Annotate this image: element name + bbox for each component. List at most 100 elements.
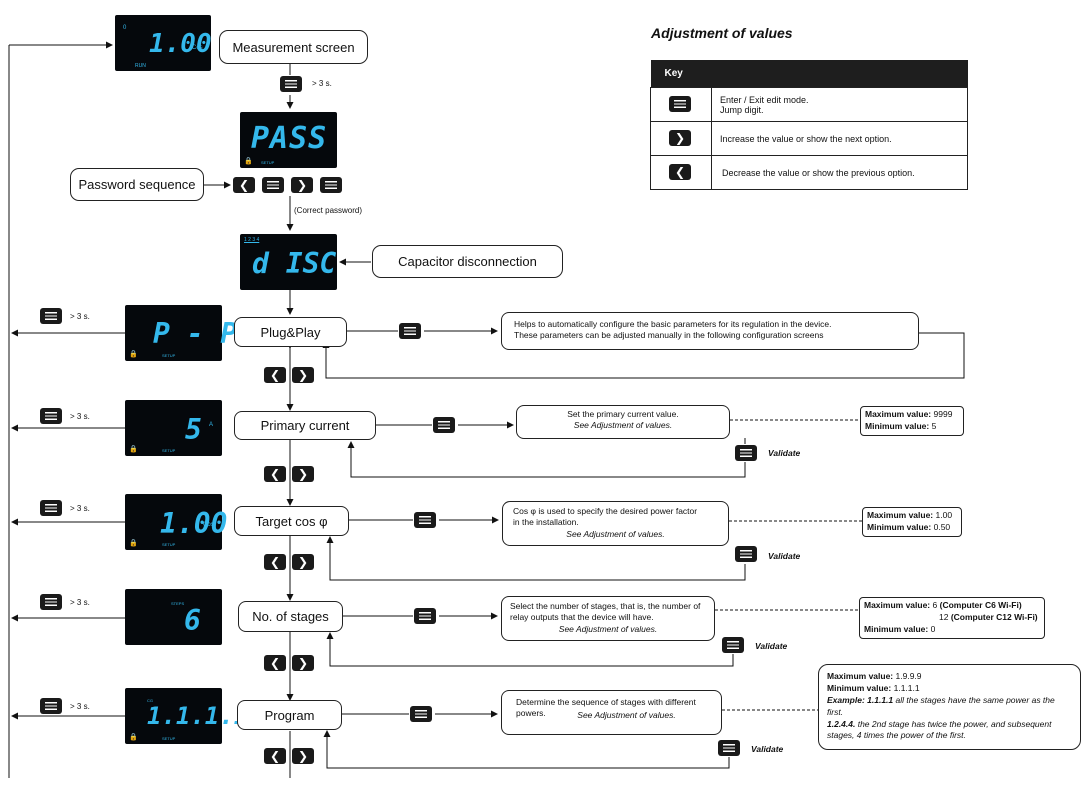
hold-time-label: > 3 s. bbox=[70, 412, 90, 421]
menu-key-icon bbox=[320, 177, 342, 193]
menu-key-icon bbox=[722, 637, 744, 653]
desc-line: Helps to automatically configure the bas… bbox=[514, 319, 832, 329]
menu-key-icon bbox=[669, 96, 691, 112]
desc-line: Cos φ is used to specify the desired pow… bbox=[513, 506, 698, 516]
lcd-digits: 1.00 bbox=[149, 29, 212, 59]
key-table-row: ❮ Decrease the value or show the previou… bbox=[650, 155, 968, 190]
desc-line: Determine the sequence of stages with di… bbox=[516, 697, 696, 707]
program-label: Program bbox=[237, 700, 342, 730]
menu-key-icon bbox=[262, 177, 284, 193]
program-description: Determine the sequence of stages with di… bbox=[501, 690, 722, 735]
target-cos-description: Cos φ is used to specify the desired pow… bbox=[502, 501, 729, 546]
lcd-unit: Cos bbox=[203, 522, 214, 528]
stages-range: Maximum value: 6 (Computer C6 Wi-Fi) 12 … bbox=[859, 597, 1045, 639]
menu-key-icon bbox=[40, 594, 62, 610]
target-cos-label: Target cos φ bbox=[234, 506, 349, 536]
lock-icon: 🔒 bbox=[129, 540, 138, 547]
right-key-icon: ❯ bbox=[292, 748, 314, 764]
desc-line: Select the number of stages, that is, th… bbox=[510, 601, 701, 611]
lcd-setup-label: SETUP bbox=[162, 353, 176, 358]
primary-current-label: Primary current bbox=[234, 411, 376, 440]
lcd-top-label: STEPS bbox=[171, 601, 185, 606]
left-key-icon: ❮ bbox=[233, 177, 255, 193]
left-key-icon: ❮ bbox=[264, 367, 286, 383]
lcd-digits: 5 bbox=[185, 413, 204, 446]
program-lcd: CG 1.1.1.1 🔒 SETUP bbox=[125, 688, 248, 744]
see-adjustment-link: See Adjustment of values. bbox=[558, 623, 658, 634]
right-key-icon: ❯ bbox=[292, 655, 314, 671]
right-key-icon: ❯ bbox=[292, 367, 314, 383]
see-adjustment-link: See Adjustment of values. bbox=[577, 709, 676, 720]
menu-key-icon bbox=[414, 512, 436, 528]
lcd-digits: d ISC bbox=[252, 247, 337, 280]
menu-key-icon bbox=[40, 408, 62, 424]
key-row-text: Decrease the value or show the previous … bbox=[711, 155, 968, 190]
capacitor-disconnection-label: Capacitor disconnection bbox=[372, 245, 563, 278]
lcd-top-label: CG bbox=[147, 698, 153, 703]
key-row-text2: Jump digit. bbox=[720, 104, 764, 115]
validate-label: Validate bbox=[751, 744, 784, 754]
lock-icon: 🔒 bbox=[129, 351, 138, 358]
key-table-row: ❯ Increase the value or show the next op… bbox=[650, 121, 968, 156]
menu-key-icon bbox=[40, 308, 62, 324]
lcd-digits: PASS bbox=[251, 121, 328, 156]
lcd-unit: Cos bbox=[192, 45, 203, 51]
lcd-digits: 1.1.1.1 bbox=[147, 702, 249, 730]
menu-key-icon bbox=[718, 740, 740, 756]
program-range-box: Maximum value: 1.9.9.9 Minimum value: 1.… bbox=[818, 664, 1081, 750]
right-key-icon: ❯ bbox=[669, 130, 691, 146]
primary-current-range: Maximum value: 9999 Minimum value: 5 bbox=[860, 406, 964, 436]
lock-icon: 🔒 bbox=[129, 446, 138, 453]
key-row-text: Increase the value or show the next opti… bbox=[711, 121, 968, 156]
target-cos-range: Maximum value: 1.00 Minimum value: 0.50 bbox=[862, 507, 962, 537]
hold-time-label: > 3 s. bbox=[312, 79, 332, 88]
left-key-icon: ❮ bbox=[669, 164, 691, 180]
stages-lcd: STEPS 6 bbox=[125, 589, 222, 645]
primary-current-description: Set the primary current value. See Adjus… bbox=[516, 405, 730, 439]
hold-time-label: > 3 s. bbox=[70, 702, 90, 711]
left-key-icon: ❮ bbox=[264, 748, 286, 764]
hold-time-label: > 3 s. bbox=[70, 598, 90, 607]
lcd-run-label: RUN bbox=[135, 63, 146, 69]
menu-key-icon bbox=[280, 76, 302, 92]
lcd-tabs: 1 2 3 4 bbox=[244, 237, 260, 243]
plug-play-description: Helps to automatically configure the bas… bbox=[501, 312, 919, 350]
measurement-screen-label: Measurement screen bbox=[219, 30, 368, 64]
plug-play-lcd: P - P 🔒 SETUP bbox=[125, 305, 237, 361]
right-key-icon: ❯ bbox=[292, 554, 314, 570]
disc-lcd: 1 2 3 4 d ISC bbox=[240, 234, 337, 290]
password-lcd: PASS 🔒 SETUP bbox=[240, 112, 337, 168]
plug-play-label: Plug&Play bbox=[234, 317, 347, 347]
key-table: Key Enter / Exit edit mode.Jump digit. ❯… bbox=[650, 60, 968, 190]
key-table-header: Key bbox=[650, 60, 968, 88]
desc-line: These parameters can be adjusted manuall… bbox=[514, 330, 824, 341]
menu-key-icon bbox=[735, 546, 757, 562]
left-key-icon: ❮ bbox=[264, 466, 286, 482]
menu-key-icon bbox=[433, 417, 455, 433]
lcd-digits: 6 bbox=[184, 604, 203, 637]
hold-time-label: > 3 s. bbox=[70, 504, 90, 513]
desc-line: in the installation. bbox=[513, 517, 579, 528]
validate-label: Validate bbox=[768, 551, 801, 561]
menu-key-icon bbox=[40, 500, 62, 516]
stages-label: No. of stages bbox=[238, 601, 343, 632]
lcd-setup-label: SETUP bbox=[162, 448, 176, 453]
lcd-digits: 1.00 bbox=[160, 507, 228, 540]
left-key-icon: ❮ bbox=[264, 554, 286, 570]
menu-key-icon bbox=[735, 445, 757, 461]
menu-key-icon bbox=[40, 698, 62, 714]
desc-line: relay outputs that the device will have. bbox=[510, 612, 654, 623]
lcd-unit: A bbox=[209, 422, 214, 428]
validate-label: Validate bbox=[768, 448, 801, 458]
desc-line: Set the primary current value. bbox=[567, 409, 679, 419]
lcd-setup-label: SETUP bbox=[162, 542, 176, 547]
desc-line: powers. bbox=[516, 708, 546, 719]
right-key-icon: ❯ bbox=[291, 177, 313, 193]
correct-password-note: (Correct password) bbox=[294, 206, 363, 215]
key-table-title: Adjustment of values bbox=[651, 25, 793, 41]
hold-time-label: > 3 s. bbox=[70, 312, 90, 321]
menu-key-icon bbox=[414, 608, 436, 624]
lcd-corner-text: 0 bbox=[123, 25, 127, 31]
primary-current-lcd: 5 A 🔒 SETUP bbox=[125, 400, 222, 456]
see-adjustment-link: See Adjustment of values. bbox=[566, 528, 665, 539]
